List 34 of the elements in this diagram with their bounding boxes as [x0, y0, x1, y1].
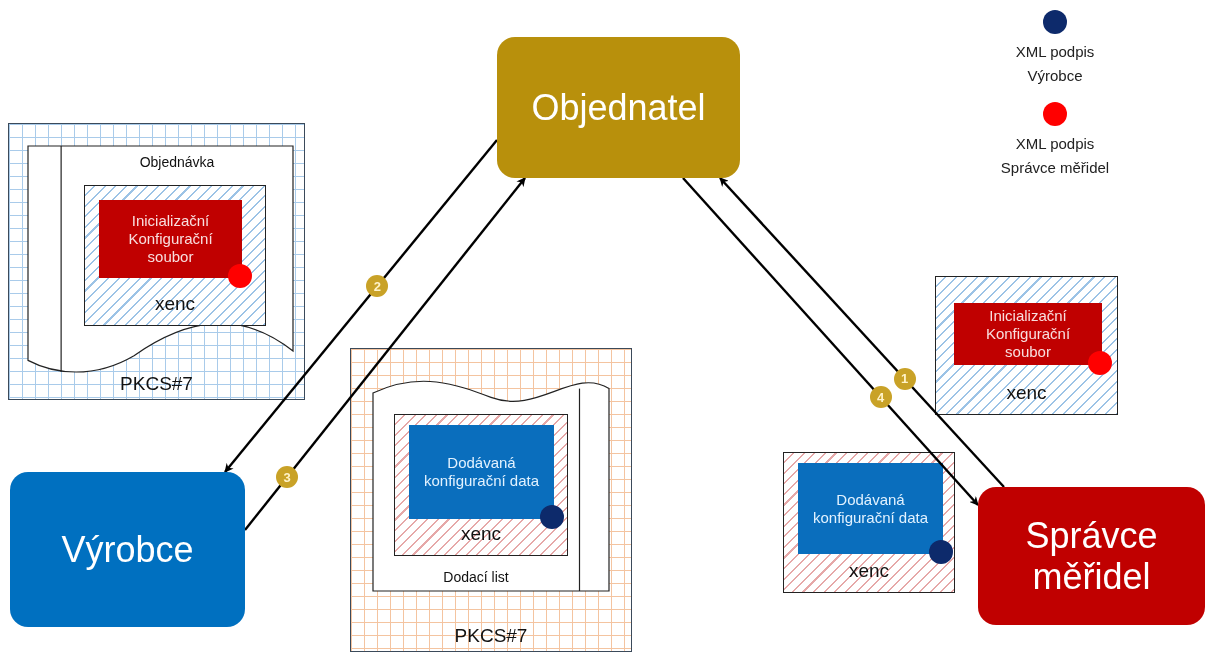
legend-label: XML podpis Výrobce	[1014, 42, 1096, 86]
role-box	[497, 37, 740, 178]
data-label: Inicializační Konfigurační soubor	[984, 307, 1072, 361]
box-label: xenc	[847, 560, 891, 582]
role-label: Výrobce	[60, 528, 195, 571]
document-title: Dodací list	[442, 569, 510, 585]
step-number: 3	[276, 466, 298, 489]
arrow	[224, 139, 498, 473]
data-label: Dodávaná konfigurační data	[422, 454, 541, 490]
data-label: Inicializační Konfigurační soubor	[127, 212, 214, 266]
document-title: Objednávka	[138, 154, 216, 170]
step-number: 4	[869, 386, 892, 409]
role-label: Objednatel	[530, 86, 707, 129]
data-label: Dodávaná konfigurační data	[811, 490, 930, 527]
box-label: xenc	[1005, 382, 1048, 404]
box-label: xenc	[459, 523, 503, 545]
hatched-box	[935, 276, 1118, 415]
role-box	[10, 472, 245, 627]
step-number: 1	[893, 367, 916, 390]
legend-label: XML podpis Správce měřidel	[999, 134, 1111, 178]
hatched-box	[783, 452, 955, 593]
step-number: 2	[366, 275, 389, 298]
hatched-box	[84, 185, 266, 326]
hatched-box	[394, 414, 568, 556]
panel-label: PKCS#7	[119, 373, 194, 395]
role-label: Správce měřidel	[1024, 514, 1159, 598]
grid-panel	[8, 123, 305, 400]
arrow	[719, 177, 1005, 488]
panel-label: PKCS#7	[453, 625, 529, 647]
grid-panel	[350, 348, 632, 652]
box-label: xenc	[153, 293, 197, 315]
role-box	[978, 487, 1205, 625]
arrow	[682, 177, 979, 506]
arrow	[244, 177, 526, 531]
